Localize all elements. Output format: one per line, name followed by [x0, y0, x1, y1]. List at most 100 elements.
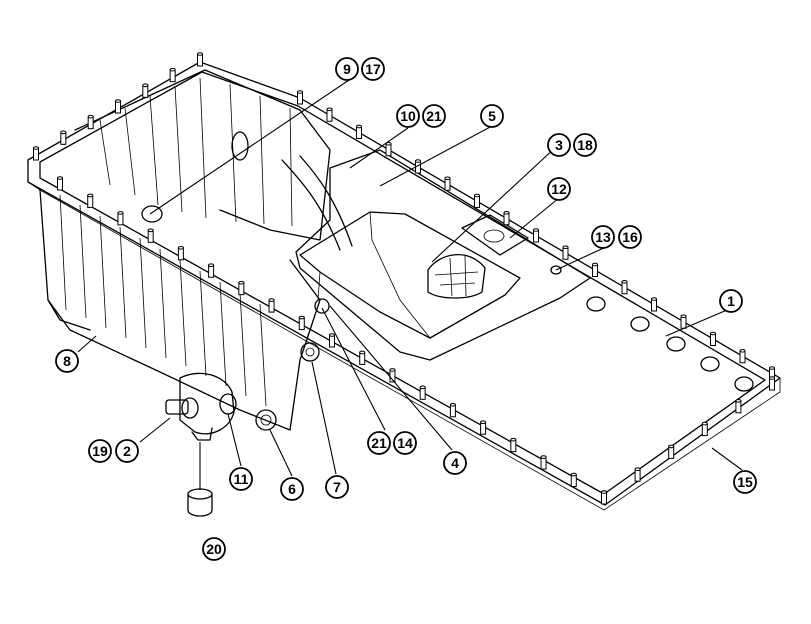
stud-bolt — [142, 83, 149, 98]
callout-label: 17 — [365, 61, 381, 77]
stud-bolt — [680, 314, 687, 329]
stud-bolt — [208, 263, 215, 278]
stud-bolt — [197, 52, 203, 67]
callout-13: 13 — [591, 225, 615, 249]
callout-label: 19 — [92, 443, 108, 459]
callout-label: 8 — [63, 353, 71, 369]
stud-bolt — [503, 210, 510, 226]
windage-tray — [295, 149, 591, 361]
callout-label: 5 — [488, 108, 496, 124]
callout-label: 9 — [343, 61, 351, 77]
stud-bolt — [117, 211, 124, 226]
stud-bolt — [769, 376, 775, 391]
stud-bolt — [177, 245, 184, 261]
stud-bolt — [297, 90, 303, 105]
callout-3: 3 — [547, 133, 571, 157]
callout-label: 21 — [371, 435, 387, 451]
callout-label: 16 — [622, 229, 638, 245]
callout-14: 14 — [393, 431, 417, 455]
callout-label: 7 — [333, 479, 341, 495]
callout-label: 4 — [451, 455, 459, 471]
stud-bolt — [570, 472, 577, 488]
stud-bolt — [739, 348, 746, 364]
sensor-cap — [187, 488, 213, 517]
stud-bolt — [389, 368, 396, 383]
callout-17: 17 — [361, 57, 385, 81]
callout-label: 21 — [426, 108, 442, 124]
stud-bolt — [540, 455, 547, 470]
callout-12: 12 — [547, 177, 571, 201]
stud-bolt — [87, 114, 94, 130]
callout-1: 1 — [719, 289, 743, 313]
stud-bolt — [57, 176, 63, 191]
flange-studs — [33, 52, 775, 505]
stud-bolt — [60, 130, 67, 145]
stud-bolt — [651, 297, 657, 312]
callout-label: 10 — [400, 108, 416, 124]
callout-8: 8 — [55, 349, 79, 373]
side-fitting — [300, 298, 330, 362]
callout-4: 4 — [443, 451, 467, 475]
callout-10: 10 — [396, 104, 420, 128]
callout-9: 9 — [335, 57, 359, 81]
stud-bolt — [533, 228, 539, 243]
callout-label: 1 — [727, 293, 735, 309]
callout-20: 20 — [202, 537, 226, 561]
stud-bolt — [621, 279, 628, 295]
callout-2: 2 — [115, 439, 139, 463]
callout-21-top: 21 — [422, 104, 446, 128]
stud-bolt — [147, 228, 154, 243]
stud-bolt — [359, 350, 366, 365]
pan-sump — [39, 69, 353, 431]
stud-bolt — [634, 467, 641, 482]
stud-bolt — [562, 245, 569, 260]
callout-11: 11 — [229, 467, 253, 491]
stud-bolt — [115, 99, 121, 114]
stud-bolt — [356, 124, 362, 139]
port-cover — [461, 214, 529, 256]
stud-bolt — [480, 420, 487, 435]
stud-bolt — [329, 333, 335, 348]
stud-bolt — [169, 67, 176, 83]
drain-plug-assembly — [165, 372, 237, 490]
callout-5: 5 — [480, 104, 504, 128]
leader-lines — [77, 75, 743, 477]
callout-label: 14 — [397, 435, 413, 451]
callout-label: 13 — [595, 229, 611, 245]
callout-6: 6 — [280, 477, 304, 501]
callout-label: 18 — [577, 137, 593, 153]
stud-bolt — [474, 193, 480, 208]
callout-15: 15 — [733, 470, 757, 494]
stud-bolt — [592, 262, 598, 277]
drain-plug — [255, 409, 277, 431]
stud-bolt — [419, 385, 426, 400]
callout-label: 11 — [234, 471, 249, 487]
callout-label: 2 — [123, 443, 131, 459]
stud-bolt — [238, 280, 245, 296]
callout-18: 18 — [573, 133, 597, 157]
stud-bolt — [268, 298, 275, 313]
callout-21-bottom: 21 — [367, 431, 391, 455]
callout-label: 6 — [288, 481, 296, 497]
stud-bolt — [444, 176, 451, 191]
stud-bolt — [385, 141, 392, 157]
callout-7: 7 — [325, 475, 349, 499]
stud-bolt — [710, 331, 716, 346]
callout-16: 16 — [618, 225, 642, 249]
callout-label: 20 — [206, 541, 222, 557]
callout-label: 15 — [737, 474, 753, 490]
stud-bolt — [668, 444, 675, 459]
stud-bolt — [701, 421, 708, 437]
stud-bolt — [735, 399, 742, 414]
callout-label: 12 — [551, 181, 567, 197]
callout-label: 3 — [555, 137, 563, 153]
pan-bosses — [550, 265, 754, 392]
stud-bolt — [33, 146, 39, 161]
stud-bolt — [449, 402, 456, 418]
callout-19: 19 — [88, 439, 112, 463]
callouts: 9 17 10 21 5 3 18 12 13 16 1 8 21 14 4 1… — [55, 57, 757, 561]
stud-bolt — [510, 437, 517, 453]
stud-bolt — [601, 490, 607, 505]
